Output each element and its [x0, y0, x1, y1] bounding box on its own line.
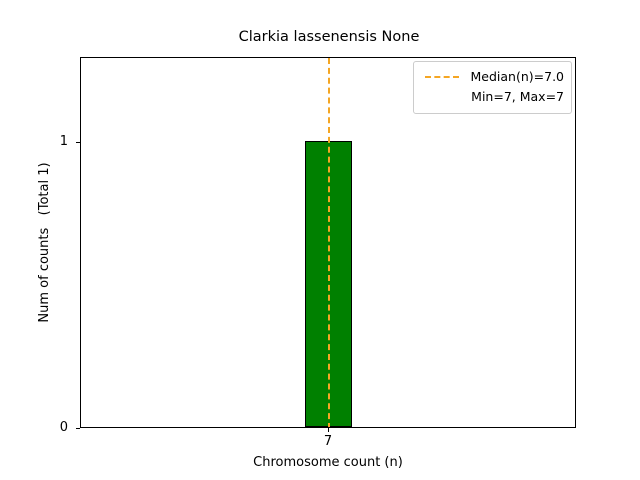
x-tick-mark-7	[328, 428, 329, 432]
x-axis-label: Chromosome count (n)	[253, 455, 403, 470]
chart-title: Clarkia lassenensis None	[238, 29, 420, 45]
legend-entry-minmax: Min=7, Max=7	[421, 87, 564, 107]
y-axis-label: Num of counts (Total 1)	[37, 162, 52, 323]
legend-handle-median-cell	[421, 76, 463, 78]
legend-label-median: Median(n)=7.0	[470, 69, 565, 84]
y-tick-mark-0	[76, 428, 80, 429]
y-tick-label-1: 1	[59, 134, 68, 149]
plot-clip	[81, 58, 575, 427]
y-tick-label-0: 0	[59, 420, 68, 435]
x-tick-label-7: 7	[323, 434, 333, 449]
dashed-line-icon	[425, 76, 459, 78]
legend[interactable]: Median(n)=7.0 Min=7, Max=7	[413, 61, 572, 114]
plot-area	[80, 57, 576, 428]
legend-label-minmax: Min=7, Max=7	[471, 89, 564, 104]
median-line	[328, 58, 330, 427]
y-tick-mark-1	[76, 142, 80, 143]
legend-entry-median: Median(n)=7.0	[421, 67, 564, 87]
